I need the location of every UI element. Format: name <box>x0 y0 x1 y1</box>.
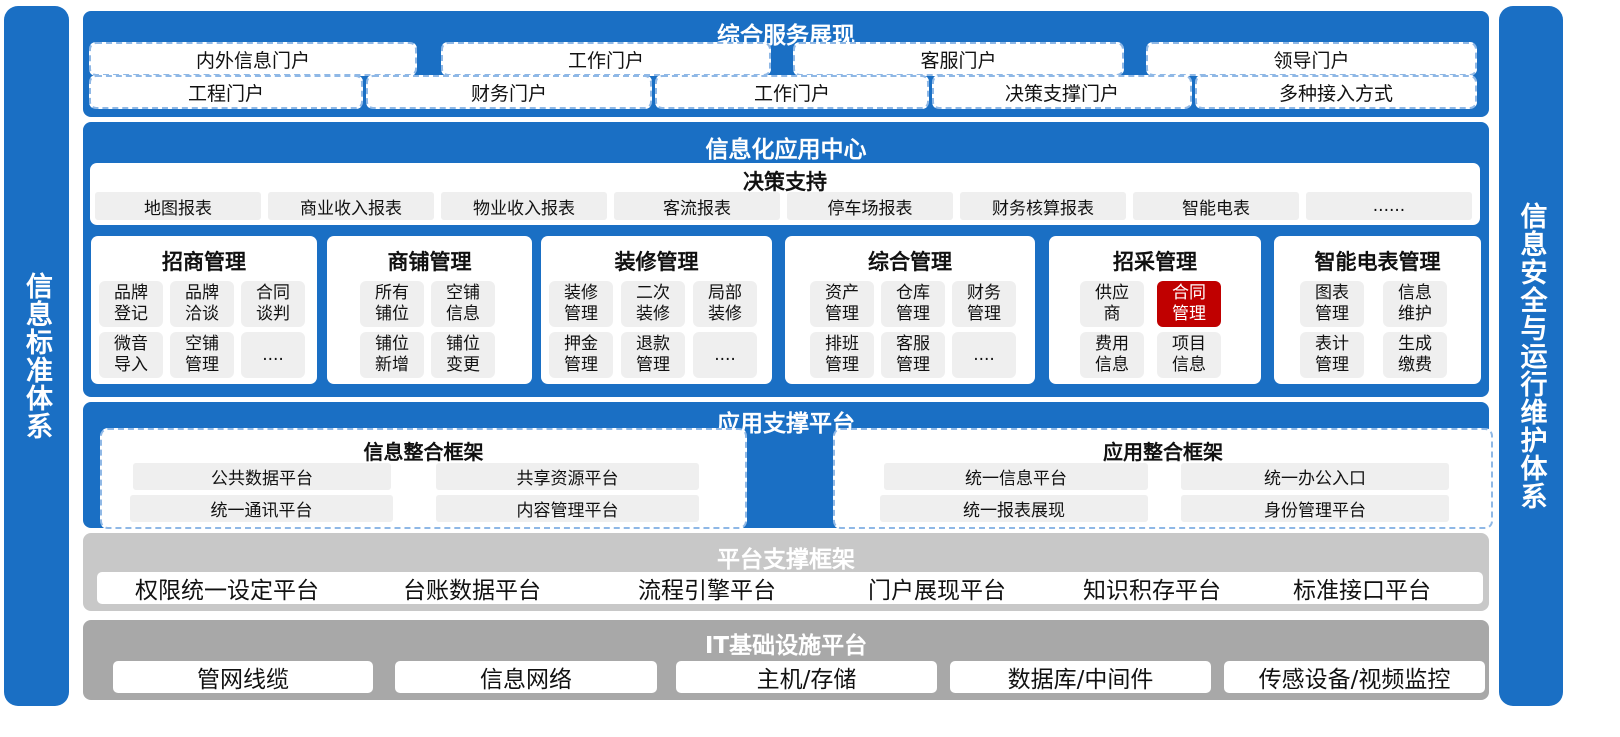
module-cell: 表计管理 <box>1300 332 1364 378</box>
module-cell: 费用信息 <box>1080 332 1144 378</box>
module-cell: 合同谈判 <box>241 281 305 327</box>
report-smart-meter: 智能电表 <box>1133 192 1299 220</box>
infra-item: 传感设备/视频监控 <box>1224 661 1485 693</box>
module-cell: 装修管理 <box>549 281 613 327</box>
module-cell: .... <box>693 332 757 378</box>
portal-work: 工作门户 <box>441 42 771 76</box>
report-parking: 停车场报表 <box>787 192 953 220</box>
module-general: 综合管理 资产管理 仓库管理 财务管理 排班管理 客服管理 .... <box>785 236 1035 384</box>
platform-item: 门户展现平台 <box>868 578 1006 604</box>
module-cell: 铺位变更 <box>431 332 495 378</box>
module-shops-title: 商铺管理 <box>387 250 472 274</box>
info-standard-system: 信息标准体系 <box>4 6 69 706</box>
module-cell: 微音导入 <box>99 332 163 378</box>
module-general-title: 综合管理 <box>868 250 952 274</box>
it-infra-title: IT基础设施平台 <box>704 633 868 659</box>
app-frame-item: 统一信息平台 <box>884 463 1148 490</box>
platform-item: 权限统一设定平台 <box>135 578 319 604</box>
info-frame-item: 统一通讯平台 <box>130 495 393 522</box>
portal-customer-service: 客服门户 <box>793 42 1124 76</box>
module-cell: 品牌洽谈 <box>170 281 234 327</box>
platform-item: 标准接口平台 <box>1293 578 1431 604</box>
platform-item: 知识积存平台 <box>1083 578 1221 604</box>
module-cell-highlighted: 合同管理 <box>1157 281 1221 327</box>
portal-multi-access: 多种接入方式 <box>1195 75 1477 109</box>
platform-framework-layer: 平台支撑框架 权限统一设定平台 台账数据平台 流程引擎平台 门户展现平台 知识积… <box>83 533 1489 611</box>
module-cell: 资产管理 <box>810 281 874 327</box>
security-ops-system: 信息安全与运行维护体系 <box>1499 6 1563 706</box>
report-map: 地图报表 <box>95 192 261 220</box>
module-cell: 仓库管理 <box>881 281 945 327</box>
portal-finance: 财务门户 <box>366 75 652 109</box>
module-procurement-title: 招采管理 <box>1113 250 1197 274</box>
info-standard-label: 信息标准体系 <box>21 272 52 440</box>
report-passenger-flow: 客流报表 <box>614 192 780 220</box>
portal-decision-support: 决策支撑门户 <box>932 75 1192 109</box>
report-more: ...... <box>1306 192 1472 220</box>
module-renovation: 装修管理 装修管理 二次装修 局部装修 押金管理 退款管理 .... <box>541 236 772 384</box>
portal-internal-external: 内外信息门户 <box>89 42 417 76</box>
module-cell: 生成缴费 <box>1383 332 1447 378</box>
module-cell: 项目信息 <box>1157 332 1221 378</box>
service-layer: 综合服务展现 内外信息门户 工作门户 客服门户 领导门户 工程门户 财务门户 工… <box>83 11 1489 117</box>
app-integration-frame: 应用整合框架 统一信息平台 统一办公入口 统一报表展现 身份管理平台 <box>833 428 1493 529</box>
module-smart-meter: 智能电表管理 图表管理 信息维护 表计管理 生成缴费 <box>1274 236 1481 384</box>
platform-item: 台账数据平台 <box>403 578 541 604</box>
info-integration-frame: 信息整合框架 公共数据平台 共享资源平台 统一通讯平台 内容管理平台 <box>100 428 747 529</box>
module-cell: 客服管理 <box>881 332 945 378</box>
app-center-title: 信息化应用中心 <box>705 137 867 163</box>
module-shops: 商铺管理 所有铺位 空铺信息 铺位新增 铺位变更 <box>327 236 532 384</box>
info-frame-item: 内容管理平台 <box>436 495 699 522</box>
module-cell: .... <box>952 332 1016 378</box>
infra-item: 管网线缆 <box>113 661 373 693</box>
app-frame-item: 统一办公入口 <box>1181 463 1449 490</box>
portal-leadership: 领导门户 <box>1146 42 1477 76</box>
module-cell: 财务管理 <box>952 281 1016 327</box>
portal-engineering: 工程门户 <box>89 75 363 109</box>
module-cell: 空铺管理 <box>170 332 234 378</box>
report-commercial-income: 商业收入报表 <box>268 192 434 220</box>
module-cell: 二次装修 <box>621 281 685 327</box>
info-frame-title: 信息整合框架 <box>363 440 484 464</box>
module-cell: 图表管理 <box>1300 281 1364 327</box>
module-smart-meter-title: 智能电表管理 <box>1314 250 1441 274</box>
support-platform-layer: 应用支撑平台 信息整合框架 公共数据平台 共享资源平台 统一通讯平台 内容管理平… <box>83 402 1493 529</box>
portal-work-2: 工作门户 <box>655 75 929 109</box>
module-renovation-title: 装修管理 <box>614 250 699 274</box>
app-center-layer: 信息化应用中心 决策支持 地图报表 商业收入报表 物业收入报表 客流报表 停车场… <box>83 122 1489 397</box>
app-frame-item: 身份管理平台 <box>1181 495 1449 522</box>
app-frame-title: 应用整合框架 <box>1103 440 1223 464</box>
platform-framework-title: 平台支撑框架 <box>717 547 855 573</box>
decision-support-box: 决策支持 地图报表 商业收入报表 物业收入报表 客流报表 停车场报表 财务核算报… <box>90 163 1480 225</box>
module-cell: 信息维护 <box>1383 281 1447 327</box>
module-cell: 所有铺位 <box>360 281 424 327</box>
module-cell: 铺位新增 <box>360 332 424 378</box>
module-investment-title: 招商管理 <box>162 250 246 274</box>
security-ops-label: 信息安全与运行维护体系 <box>1515 202 1547 510</box>
report-financial-accounting: 财务核算报表 <box>960 192 1126 220</box>
module-cell: 品牌登记 <box>99 281 163 327</box>
module-cell: 排班管理 <box>810 332 874 378</box>
module-investment: 招商管理 品牌登记 品牌洽谈 合同谈判 微音导入 空铺管理 .... <box>91 236 317 384</box>
report-property-income: 物业收入报表 <box>441 192 607 220</box>
module-cell: .... <box>241 332 305 378</box>
infra-item: 主机/存储 <box>676 661 937 693</box>
it-infra-layer: IT基础设施平台 管网线缆 信息网络 主机/存储 数据库/中间件 传感设备/视频… <box>83 620 1489 700</box>
module-procurement: 招采管理 供应商 合同管理 费用信息 项目信息 <box>1049 236 1261 384</box>
module-cell: 局部装修 <box>693 281 757 327</box>
module-cell: 空铺信息 <box>431 281 495 327</box>
module-cell: 供应商 <box>1080 281 1144 327</box>
module-cell: 押金管理 <box>549 332 613 378</box>
infra-item: 数据库/中间件 <box>950 661 1211 693</box>
platform-item: 流程引擎平台 <box>638 578 776 604</box>
info-frame-item: 公共数据平台 <box>133 463 391 490</box>
platform-framework-bar: 权限统一设定平台 台账数据平台 流程引擎平台 门户展现平台 知识积存平台 标准接… <box>97 572 1483 604</box>
infra-item: 信息网络 <box>395 661 657 693</box>
info-frame-item: 共享资源平台 <box>436 463 699 490</box>
app-frame-item: 统一报表展现 <box>880 495 1148 522</box>
module-cell: 退款管理 <box>621 332 685 378</box>
decision-support-title: 决策支持 <box>743 170 827 194</box>
